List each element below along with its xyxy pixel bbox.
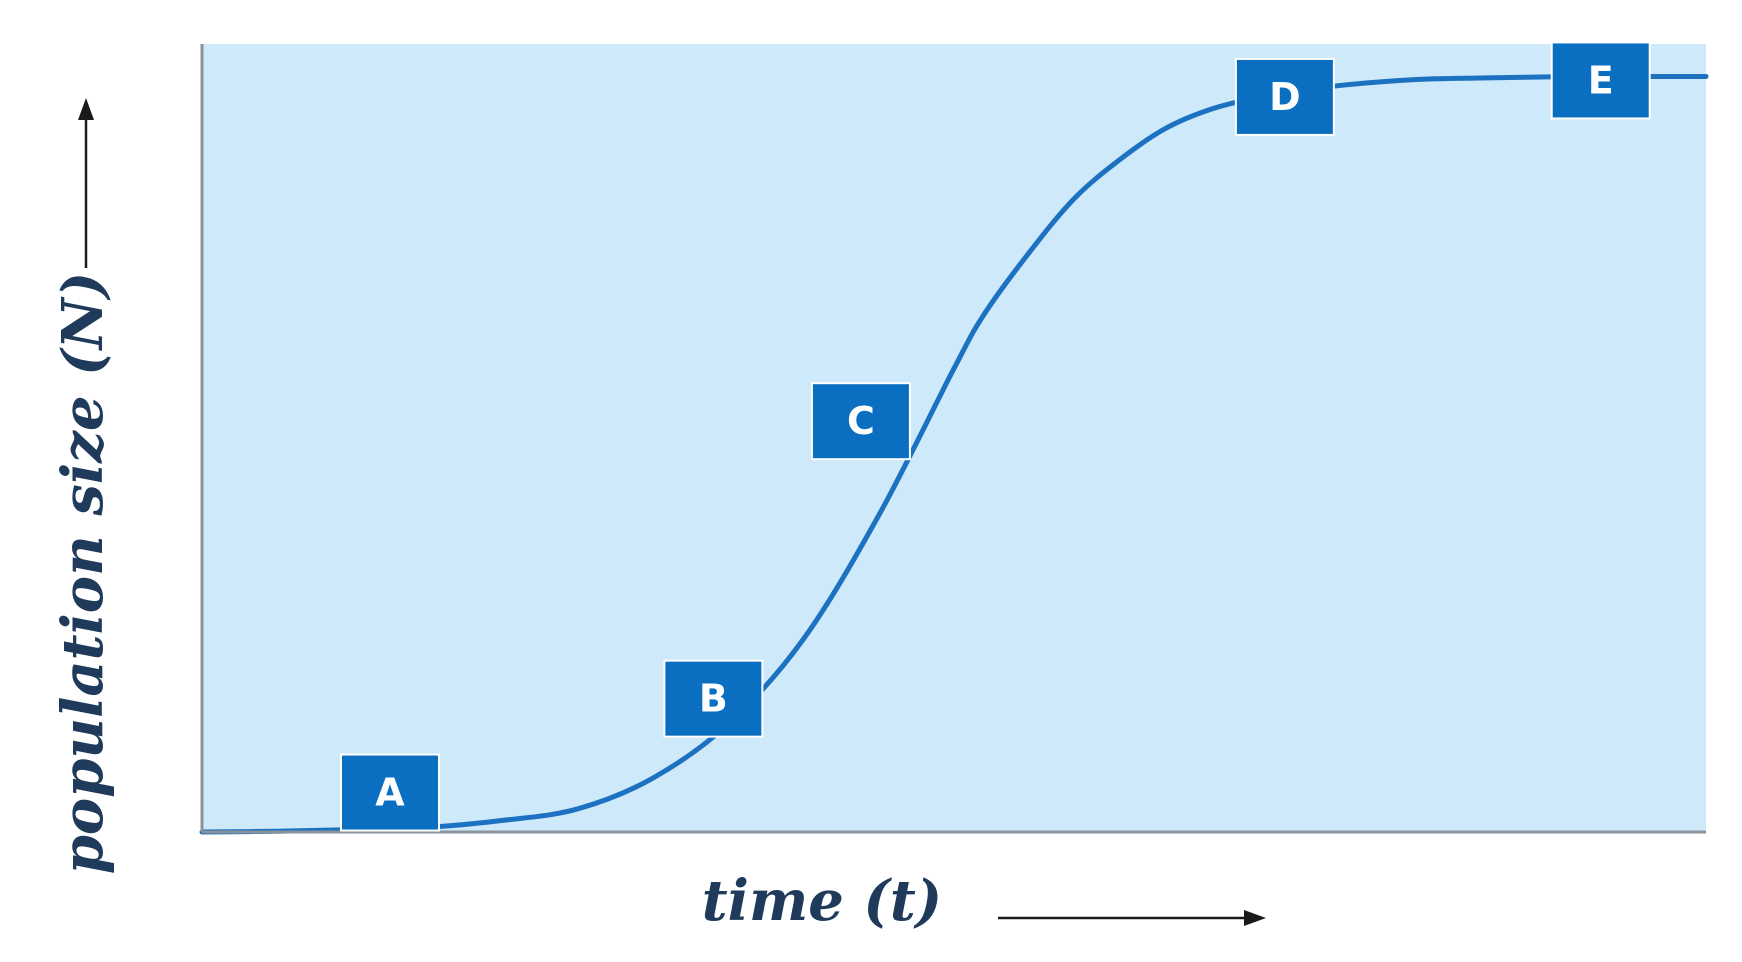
plot-area bbox=[202, 44, 1706, 832]
label-box-text: C bbox=[847, 399, 875, 443]
label-box-rect bbox=[1550, 41, 1651, 120]
label-box-a: A bbox=[340, 753, 440, 832]
label-box-text: E bbox=[1588, 58, 1614, 102]
growth-curve bbox=[199, 73, 1709, 835]
label-box-rect bbox=[663, 659, 764, 738]
y-axis-arrow bbox=[78, 98, 94, 268]
label-box-rect bbox=[1234, 57, 1335, 136]
label-box-text: A bbox=[375, 771, 405, 815]
x-axis-title: time (t) bbox=[702, 868, 942, 934]
y-axis-title: population size (N) bbox=[50, 272, 116, 875]
label-box-b: B bbox=[663, 659, 764, 738]
label-box-d: D bbox=[1234, 57, 1335, 136]
point-labels: A B C D E bbox=[340, 41, 1651, 832]
label-box-text: D bbox=[1269, 75, 1301, 119]
label-box-rect bbox=[810, 382, 911, 461]
label-box-rect bbox=[340, 753, 440, 832]
label-box-c: C bbox=[810, 382, 911, 461]
label-box-e: E bbox=[1550, 41, 1651, 120]
label-box-text: B bbox=[699, 677, 728, 721]
x-axis-arrow bbox=[998, 910, 1266, 926]
